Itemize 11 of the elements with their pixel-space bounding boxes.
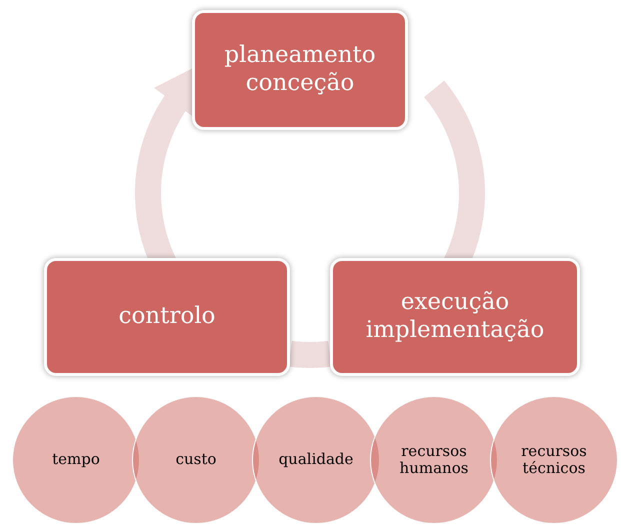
process-box bbox=[192, 10, 408, 130]
circle-label: qualidade bbox=[278, 451, 354, 469]
box-label: controlo bbox=[118, 303, 216, 331]
circle-label: tempo bbox=[52, 451, 100, 469]
circle-label: recursos técnicos bbox=[520, 442, 588, 478]
box-label: planeamento conceção bbox=[223, 42, 377, 98]
circle-label: custo bbox=[176, 451, 216, 469]
box-label: execução implementação bbox=[364, 289, 546, 345]
circle-label: recursos humanos bbox=[398, 442, 470, 478]
process-box bbox=[330, 258, 580, 376]
process-box bbox=[44, 258, 290, 376]
